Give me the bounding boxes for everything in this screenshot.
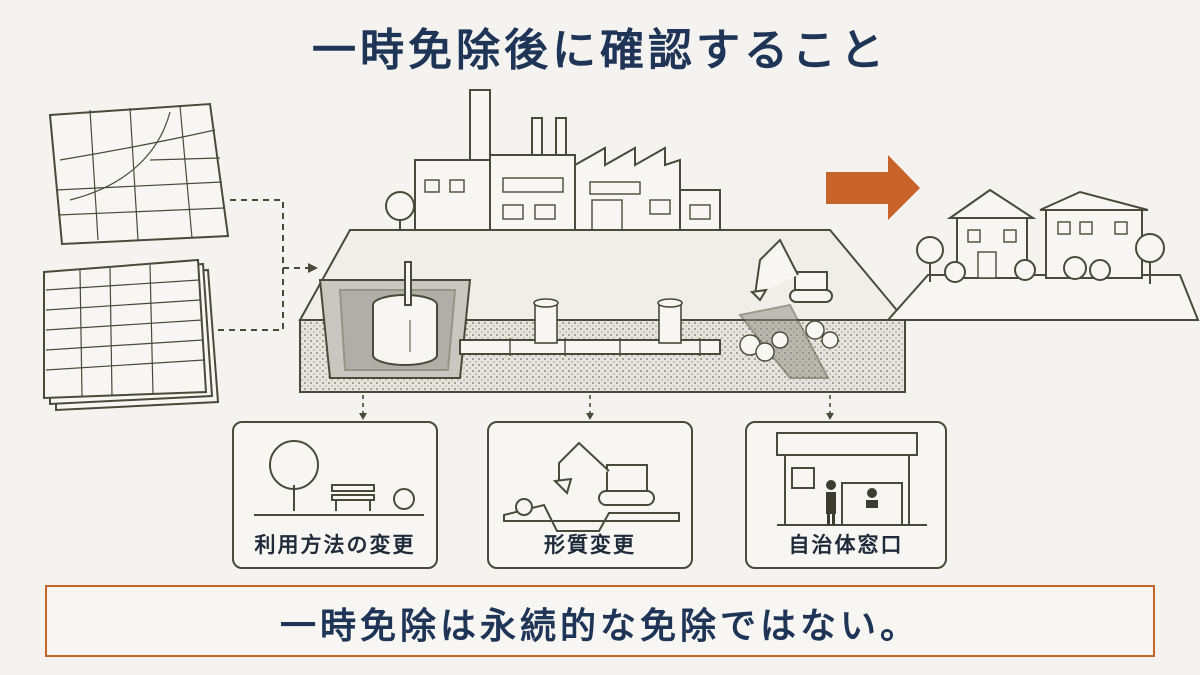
conclusion-text: 一時免除は永続的な免除ではない。 <box>279 606 920 647</box>
land-register-icon <box>43 258 220 412</box>
connector-lines <box>218 199 310 331</box>
card-label: 利用方法の変更 <box>254 533 416 557</box>
connector-arrowhead <box>308 263 318 273</box>
card-municipal-office: 自治体窓口 <box>745 421 947 569</box>
conclusion-banner: 一時免除は永続的な免除ではない。 <box>45 585 1155 657</box>
contaminated-site-cross-section <box>298 229 908 393</box>
site-illustration <box>43 89 1200 420</box>
municipal-office-icon <box>776 432 927 526</box>
transition-arrow <box>826 155 920 220</box>
residential-houses-icon <box>885 188 1200 321</box>
card-label: 形質変更 <box>544 533 636 557</box>
card-land-use-change: 利用方法の変更 <box>232 421 438 569</box>
excavator-icon <box>503 441 680 532</box>
card-land-alteration: 形質変更 <box>487 421 693 569</box>
card-label: 自治体窓口 <box>788 533 904 557</box>
park-icon <box>254 440 424 516</box>
map-document-icon <box>48 102 230 246</box>
card-connectors <box>362 395 831 413</box>
excavator-icon <box>749 238 833 303</box>
factory-icon <box>385 89 721 232</box>
page-title: 一時免除後に確認すること <box>312 25 888 76</box>
